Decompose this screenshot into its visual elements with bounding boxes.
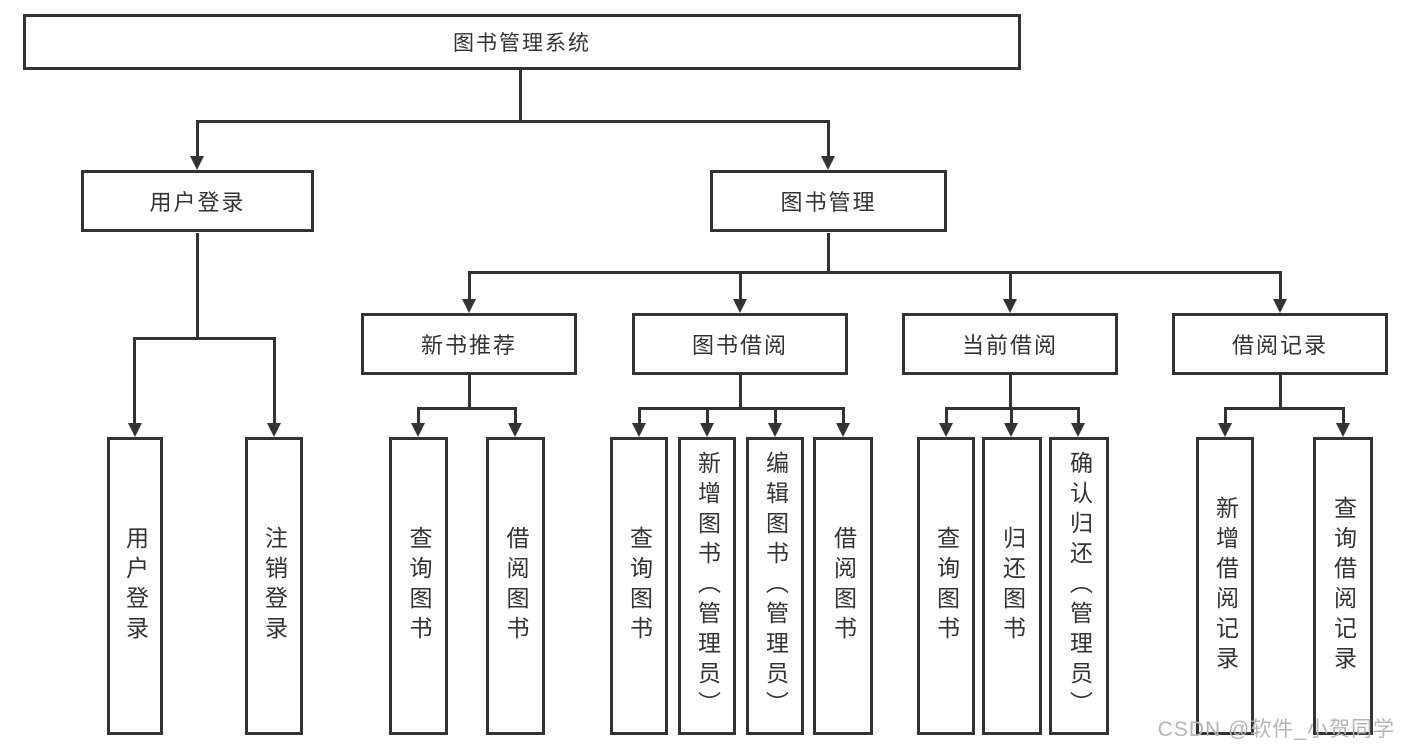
node-new-book-recommend: 新书推荐 — [361, 313, 577, 375]
arrowhead-icon — [1273, 299, 1287, 313]
arrowhead-icon — [508, 423, 522, 437]
leaf-edit-books-admin: 编辑图书（管理员） — [746, 437, 804, 735]
leaf-query-borrow-record: 查询借阅记录 — [1313, 437, 1373, 735]
node-user-login: 用户登录 — [81, 170, 314, 232]
leaf-borrow-books: 借阅图书 — [813, 437, 873, 735]
connector-line — [638, 407, 845, 410]
leaf-query-books-current: 查询图书 — [917, 437, 975, 735]
arrowhead-icon — [700, 423, 714, 437]
arrowhead-icon — [128, 423, 142, 437]
connector-line — [196, 233, 199, 337]
connector-line — [827, 233, 830, 271]
node-label: 当前借阅 — [961, 333, 1058, 358]
connector-line — [133, 337, 136, 423]
node-book-management: 图书管理 — [710, 170, 947, 232]
leaf-label: 确认归还（管理员） — [1066, 451, 1093, 721]
leaf-label: 注销登录 — [261, 526, 288, 646]
leaf-label: 归还图书 — [999, 526, 1026, 646]
connector-line — [273, 337, 276, 423]
leaf-label: 查询图书 — [933, 526, 960, 646]
connector-line — [196, 120, 830, 123]
node-label: 图书借阅 — [691, 333, 788, 358]
leaf-query-books-recommend: 查询图书 — [389, 437, 448, 735]
arrowhead-icon — [462, 299, 476, 313]
leaf-add-books-admin: 新增图书（管理员） — [678, 437, 736, 735]
leaf-label: 借阅图书 — [830, 526, 857, 646]
arrowhead-icon — [733, 299, 747, 313]
connector-line — [1224, 407, 1227, 423]
arrowhead-icon — [190, 156, 204, 170]
connector-line — [468, 271, 471, 299]
arrowhead-icon — [939, 423, 953, 437]
connector-line — [739, 271, 742, 299]
connector-line — [417, 407, 517, 410]
node-root: 图书管理系统 — [23, 14, 1021, 70]
leaf-label: 用户登录 — [122, 526, 149, 646]
leaf-label: 查询借阅记录 — [1330, 496, 1357, 676]
leaf-label: 借阅图书 — [503, 526, 529, 646]
connector-line — [468, 271, 1282, 274]
connector-line — [134, 337, 275, 340]
arrowhead-icon — [267, 423, 281, 437]
node-label: 新书推荐 — [420, 333, 517, 358]
leaf-user-login: 用户登录 — [107, 437, 163, 735]
connector-line — [196, 120, 199, 158]
leaf-confirm-return-admin: 确认归还（管理员） — [1049, 437, 1109, 735]
leaf-label: 新增借阅记录 — [1212, 496, 1239, 676]
connector-line — [1224, 407, 1345, 410]
arrowhead-icon — [836, 423, 850, 437]
arrowhead-icon — [1003, 299, 1017, 313]
node-current-borrow: 当前借阅 — [902, 313, 1118, 375]
connector-line — [774, 407, 777, 423]
connector-line — [638, 407, 641, 423]
node-book-borrow: 图书借阅 — [632, 313, 848, 375]
csdn-watermark: CSDN @软件_小贺同学 — [1157, 718, 1395, 741]
arrowhead-icon — [632, 423, 646, 437]
node-label: 用户登录 — [149, 190, 246, 215]
connector-line — [739, 375, 742, 407]
arrowhead-icon — [768, 423, 782, 437]
leaf-label: 查询图书 — [406, 526, 432, 646]
connector-line — [1009, 271, 1012, 299]
leaf-return-books: 归还图书 — [982, 437, 1042, 735]
arrowhead-icon — [411, 423, 425, 437]
leaf-label: 查询图书 — [626, 526, 653, 646]
leaf-logout: 注销登录 — [245, 437, 303, 735]
connector-line — [519, 70, 522, 120]
leaf-query-books-borrow: 查询图书 — [610, 437, 668, 735]
leaf-borrow-books-recommend: 借阅图书 — [486, 437, 545, 735]
connector-line — [706, 407, 709, 423]
connector-line — [827, 120, 830, 158]
connector-line — [1279, 271, 1282, 299]
arrowhead-icon — [1071, 423, 1085, 437]
node-root-label: 图书管理系统 — [453, 32, 591, 55]
leaf-add-borrow-record: 新增借阅记录 — [1196, 437, 1254, 735]
connector-line — [417, 407, 420, 423]
connector-line — [1279, 375, 1282, 407]
connector-line — [468, 375, 471, 407]
arrowhead-icon — [1218, 423, 1232, 437]
connector-line — [1342, 407, 1345, 423]
leaf-label: 编辑图书（管理员） — [762, 451, 789, 721]
connector-line — [1077, 407, 1080, 423]
node-label: 图书管理 — [780, 190, 877, 215]
connector-line — [1009, 375, 1012, 407]
node-label: 借阅记录 — [1231, 333, 1328, 358]
arrowhead-icon — [1004, 423, 1018, 437]
arrowhead-icon — [1336, 423, 1350, 437]
arrowhead-icon — [821, 156, 835, 170]
node-borrow-records: 借阅记录 — [1172, 313, 1388, 375]
connector-line — [842, 407, 845, 423]
connector-line — [1010, 407, 1013, 423]
connector-line — [945, 407, 948, 423]
leaf-label: 新增图书（管理员） — [694, 451, 721, 721]
connector-line — [514, 407, 517, 423]
